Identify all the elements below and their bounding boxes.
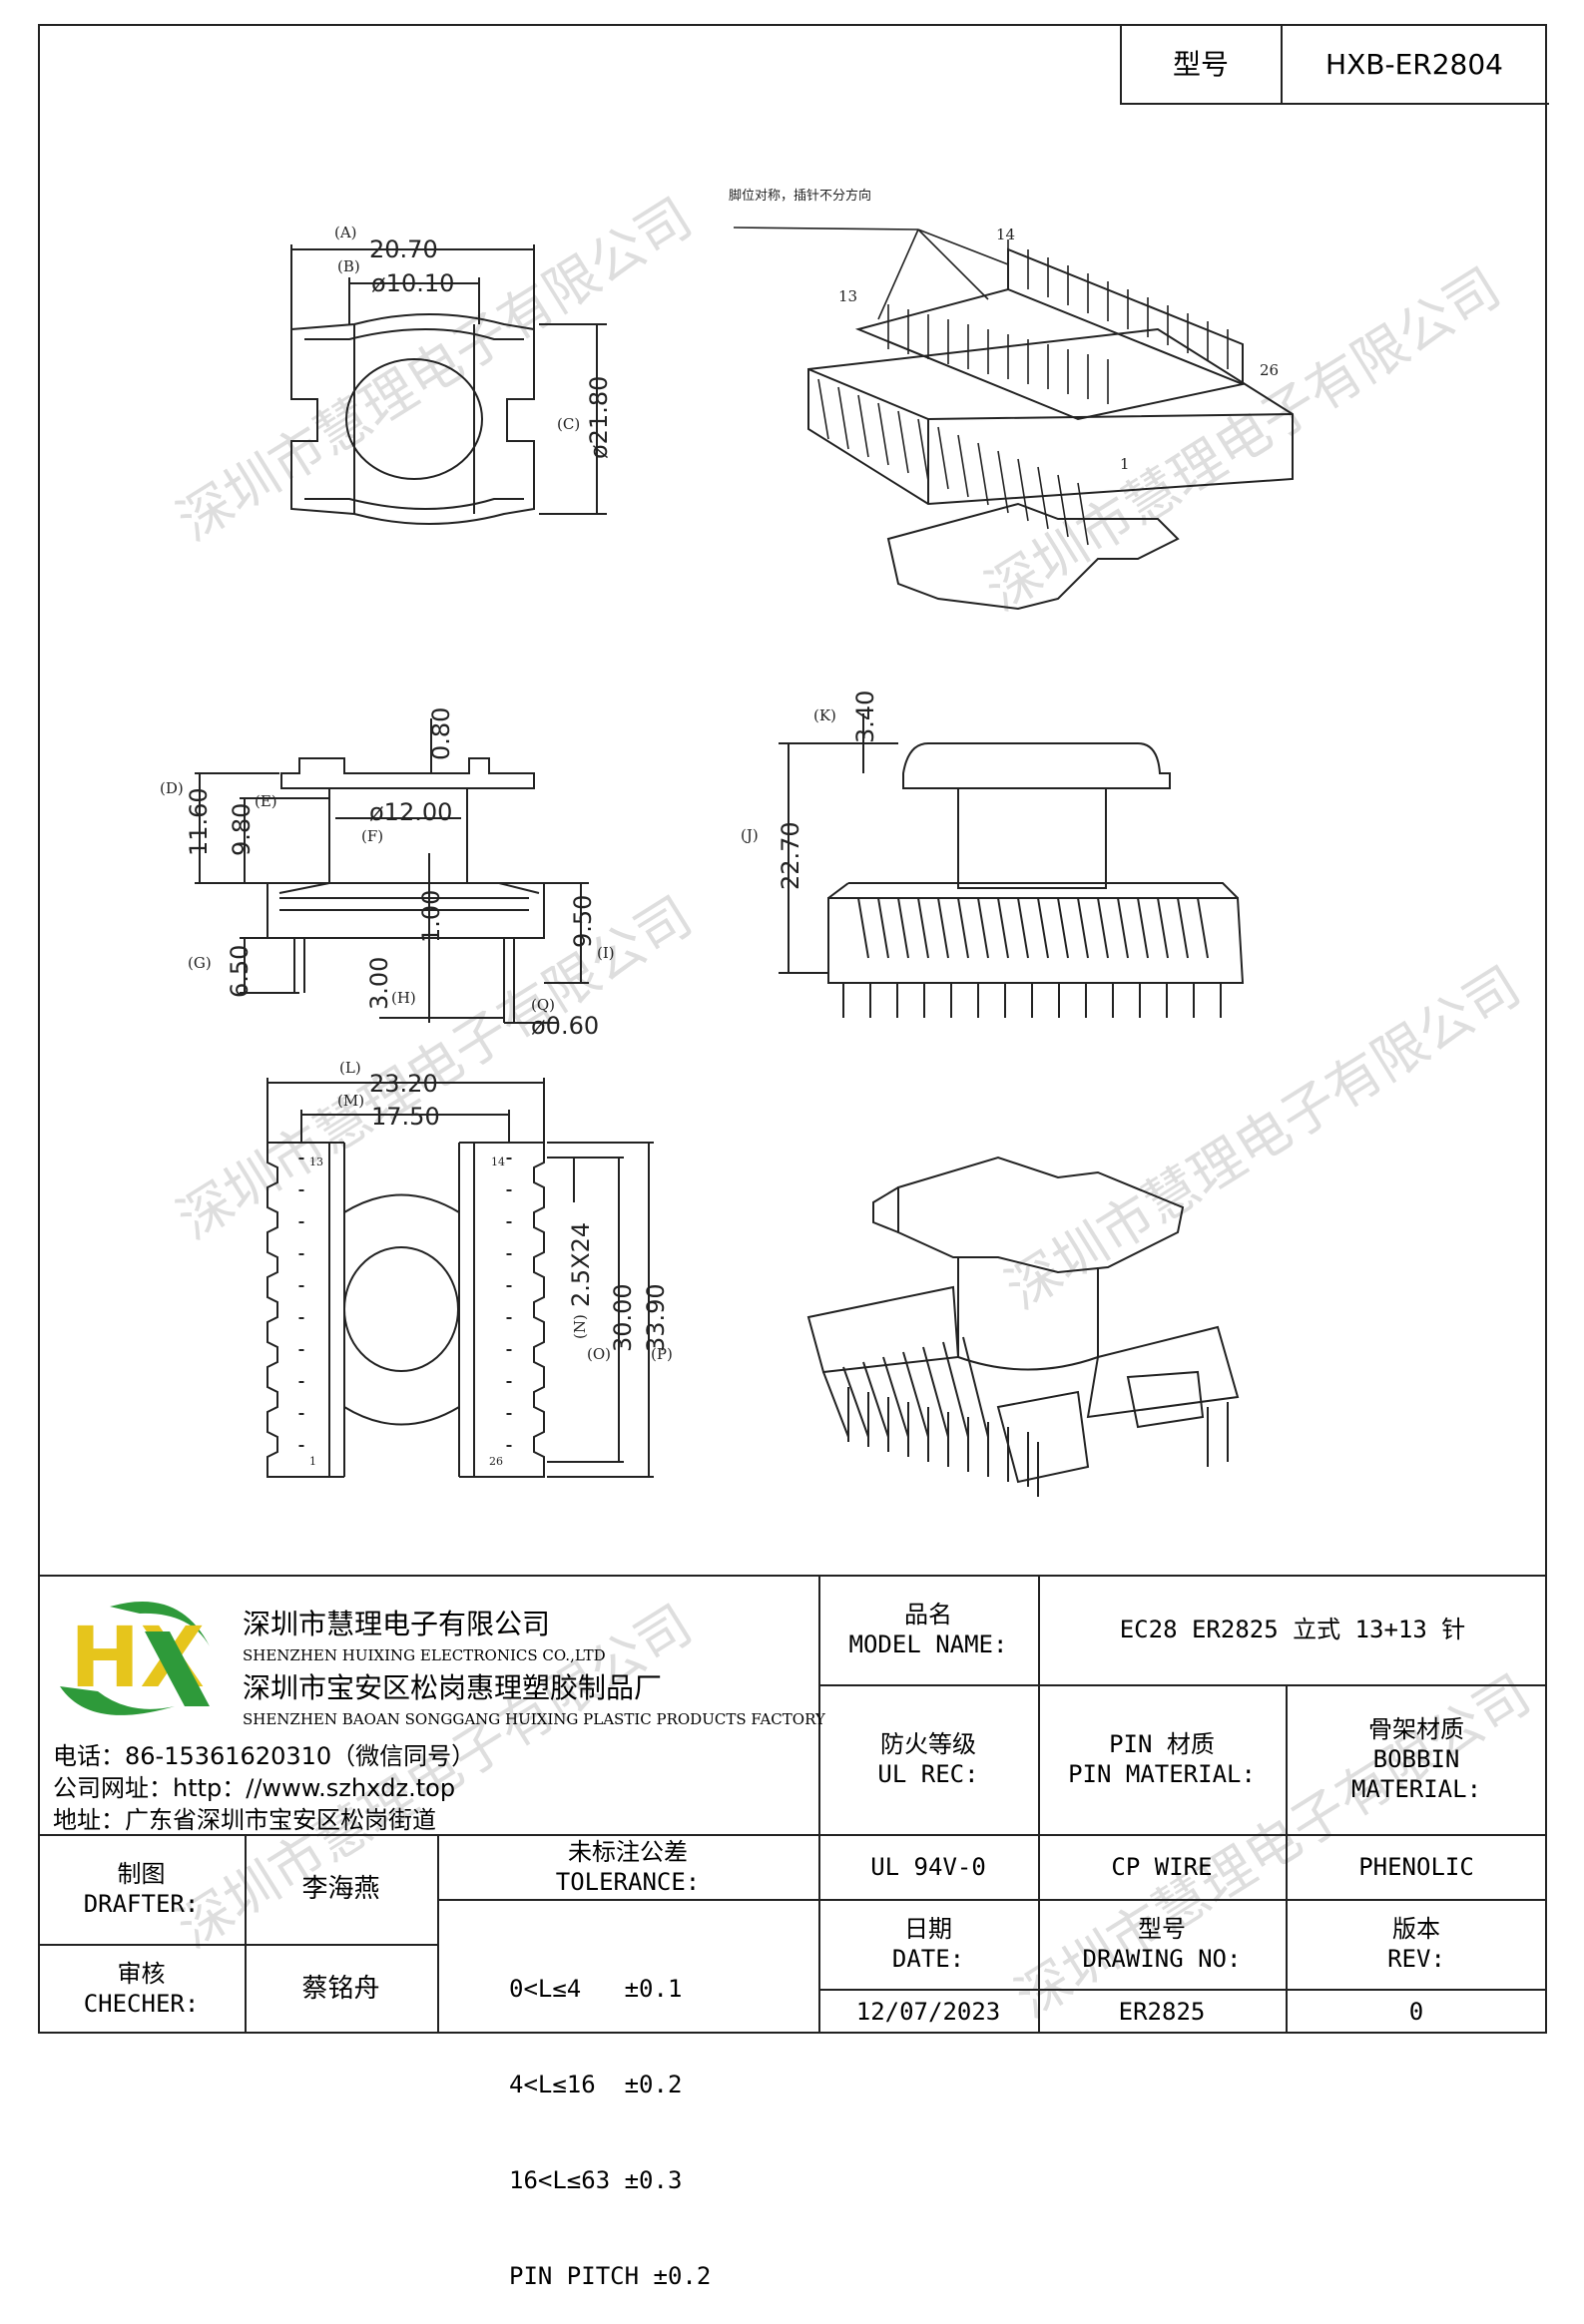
dim-j-label: (J) bbox=[741, 826, 759, 844]
tolerance-label: 未标注公差 TOLERANCE: bbox=[555, 1837, 701, 1896]
dim-i-label: (I) bbox=[597, 944, 615, 962]
checker-name: 蔡铭舟 bbox=[301, 1973, 380, 2004]
dim-j-value: 22.70 bbox=[777, 821, 804, 890]
company-website: 公司网址：http：//www.szhxdz.top bbox=[53, 1774, 456, 1802]
tolerance-line: PIN PITCH ±0.2 bbox=[509, 2262, 712, 2290]
model-name-label: 品名 MODEL NAME: bbox=[848, 1601, 1008, 1658]
dim-a-value: 20.70 bbox=[369, 235, 438, 263]
rev-value: 0 bbox=[1408, 1998, 1424, 2026]
pin-1-bottom: 1 bbox=[309, 1455, 316, 1468]
top-view bbox=[290, 244, 607, 525]
iso-view-bottom bbox=[806, 1156, 1240, 1497]
dim-o-label: (O) bbox=[587, 1345, 611, 1363]
dim-g-label: (G) bbox=[188, 954, 212, 972]
iso-view-top bbox=[807, 247, 1294, 611]
tolerance-list: 0<L≤4 ±0.1 4<L≤16 ±0.2 16<L≤63 ±0.3 PIN … bbox=[509, 1909, 808, 2324]
iso-note: 脚位对称，插针不分方向 bbox=[729, 188, 871, 204]
pin-1-label: 1 bbox=[1120, 455, 1130, 473]
dim-d-value: 11.60 bbox=[185, 787, 213, 856]
dim-m-value: 17.50 bbox=[371, 1103, 440, 1131]
pin-13-bottom: 13 bbox=[309, 1156, 323, 1168]
dim-o-value: 30.00 bbox=[609, 1283, 637, 1352]
company-address: 地址：广东省深圳市宝安区松岗街道 bbox=[53, 1806, 436, 1834]
iso-pins-row bbox=[733, 227, 1229, 546]
dim-e-label: (E) bbox=[255, 792, 277, 810]
pin-material-value: CP WIRE bbox=[1111, 1852, 1213, 1881]
dim-q-value: ø0.60 bbox=[531, 1012, 599, 1040]
ul-rec-label: 防火等级 UL REC: bbox=[877, 1730, 979, 1788]
dim-d-label: (D) bbox=[160, 779, 184, 797]
dim-i-value: 9.50 bbox=[569, 895, 597, 948]
dim-q-label: (Q) bbox=[531, 996, 555, 1014]
dim-l-value: 23.20 bbox=[369, 1070, 438, 1098]
model-name-value: EC28 ER2825 立式 13+13 针 bbox=[1119, 1616, 1466, 1643]
company-phone: 电话：86-15361620310（微信同号） bbox=[53, 1742, 476, 1770]
bobbin-material-value: PHENOLIC bbox=[1358, 1852, 1474, 1881]
date-label: 日期 DATE: bbox=[891, 1915, 965, 1973]
date-value: 12/07/2023 bbox=[855, 1998, 1001, 2026]
factory-name-en: SHENZHEN BAOAN SONGGANG HUIXING PLASTIC … bbox=[243, 1710, 825, 1728]
drafter-name: 李海燕 bbox=[301, 1873, 380, 1904]
dim-h-value: 3.00 bbox=[365, 957, 393, 1010]
header-model-label: 型号 bbox=[1172, 47, 1229, 81]
factory-name-cn: 深圳市宝安区松岗惠理塑胶制品厂 bbox=[243, 1671, 663, 1704]
dim-top-value: 0.80 bbox=[427, 707, 455, 760]
company-logo: HX bbox=[60, 1602, 210, 1715]
bottom-view bbox=[266, 1078, 654, 1478]
rev-label: 版本 REV: bbox=[1387, 1915, 1445, 1973]
drawing-frame bbox=[38, 24, 1547, 2034]
side-view bbox=[195, 718, 589, 1024]
pin-14-bottom: 14 bbox=[491, 1156, 505, 1168]
dim-a-label: (A) bbox=[334, 224, 357, 241]
dim-p-label: (P) bbox=[651, 1345, 673, 1363]
pin-14-label: 14 bbox=[996, 226, 1015, 243]
ul-rec-value: UL 94V-0 bbox=[870, 1852, 986, 1881]
dim-c-label: (C) bbox=[557, 415, 580, 433]
tolerance-line: 0<L≤4 ±0.1 bbox=[509, 1975, 683, 2003]
dim-n-value: 2.5X24 bbox=[567, 1222, 595, 1307]
dim-e-value: 9.80 bbox=[228, 803, 256, 856]
bobbin-material-label: 骨架材质 BOBBIN MATERIAL: bbox=[1350, 1715, 1482, 1803]
header-model-box bbox=[1120, 25, 1549, 105]
company-name-en: SHENZHEN HUIXING ELECTRONICS CO.,LTD bbox=[243, 1646, 606, 1664]
dim-b-value: ø10.10 bbox=[371, 269, 454, 297]
dim-f-label: (F) bbox=[361, 827, 383, 845]
pin-material-label: PIN 材质 PIN MATERIAL: bbox=[1068, 1730, 1256, 1788]
tolerance-line: 16<L≤63 ±0.3 bbox=[509, 2166, 683, 2194]
technical-drawing: (A) 20.70 (B) ø10.10 (C) ø21.80 脚位对称，插针不… bbox=[160, 188, 1294, 1497]
drafter-label: 制图 DRAFTER: bbox=[83, 1860, 200, 1918]
dim-l-label: (L) bbox=[339, 1059, 361, 1077]
dim-m-label: (M) bbox=[337, 1092, 364, 1110]
dim-h-label: (H) bbox=[391, 989, 416, 1007]
front-view bbox=[779, 713, 1245, 1018]
tolerance-line: 4<L≤16 ±0.2 bbox=[509, 2071, 683, 2098]
dim-b-label: (B) bbox=[337, 257, 360, 275]
company-name-cn: 深圳市慧理电子有限公司 bbox=[243, 1608, 551, 1640]
pin-26-bottom: 26 bbox=[489, 1455, 503, 1468]
pin-26-label: 26 bbox=[1260, 361, 1279, 379]
header-model-value: HXB-ER2804 bbox=[1325, 47, 1503, 81]
drawing-no-value: ER2825 bbox=[1118, 1998, 1206, 2026]
dim-f-value: ø12.00 bbox=[369, 798, 452, 826]
dim-c-value: ø21.80 bbox=[585, 376, 613, 459]
dim-g-value: 6.50 bbox=[226, 945, 254, 998]
dim-k-value: 3.40 bbox=[851, 691, 879, 743]
dim-n-label: (N) bbox=[571, 1314, 589, 1339]
drawing-no-label: 型号 DRAWING NO: bbox=[1082, 1915, 1242, 1973]
dim-mid-value: 1.00 bbox=[417, 890, 445, 943]
dim-k-label: (K) bbox=[813, 706, 836, 724]
dim-p-value: 33.90 bbox=[642, 1283, 670, 1352]
checker-label: 审核 CHECHER: bbox=[83, 1960, 200, 2018]
pin-13-label: 13 bbox=[838, 287, 857, 305]
